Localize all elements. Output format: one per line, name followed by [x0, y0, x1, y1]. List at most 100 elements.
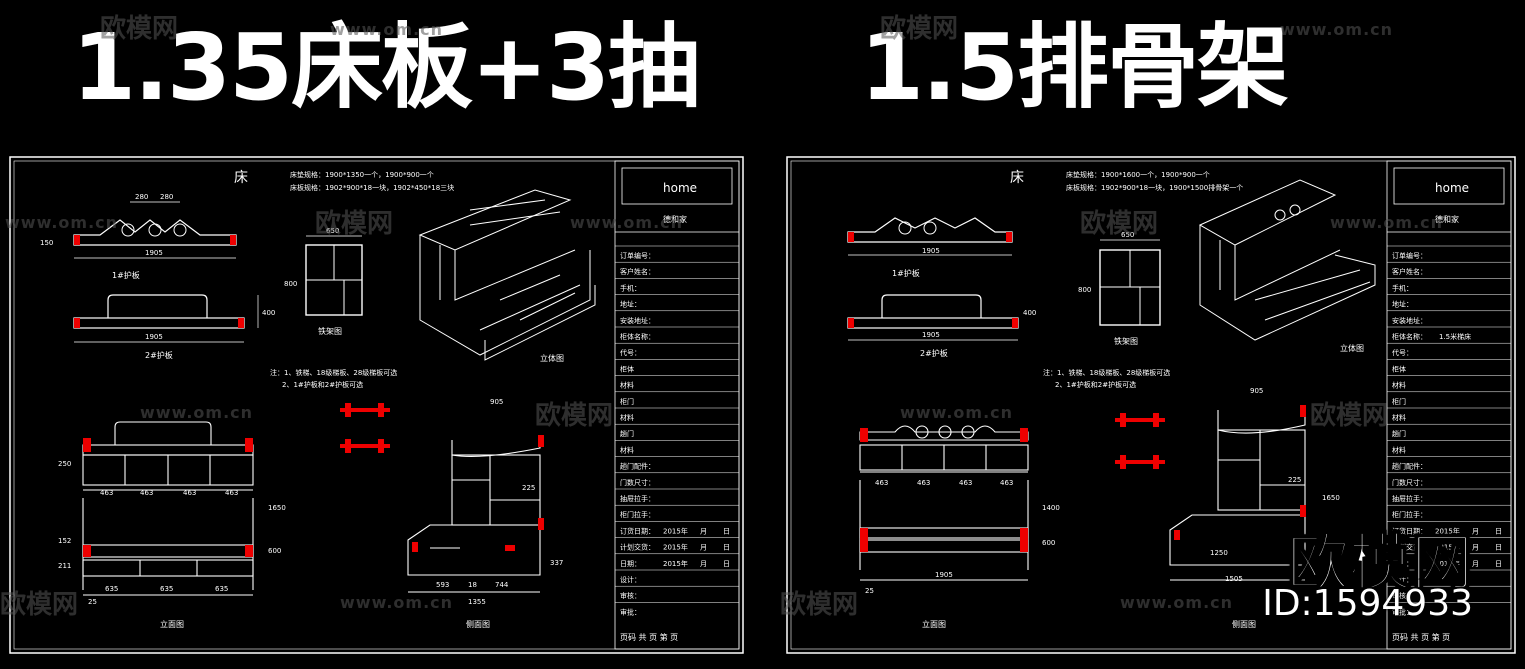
- watermark-site: www.om.cn: [140, 403, 254, 422]
- svg-text:635: 635: [160, 585, 173, 593]
- model-id: ID:1594933: [1262, 583, 1473, 624]
- title-block-row: 地址：: [1392, 300, 1413, 309]
- left-iron-frame: 650 800 铁架图: [284, 227, 363, 336]
- svg-text:463: 463: [917, 479, 930, 487]
- svg-text:400: 400: [1023, 309, 1036, 317]
- svg-text:1355: 1355: [468, 598, 486, 606]
- right-side-red-marks: [1174, 405, 1306, 540]
- svg-text:635: 635: [105, 585, 118, 593]
- title-block-row: 柜体名称：: [1392, 332, 1427, 341]
- right-guard2-drawing: 1905 400 2#护板: [847, 294, 1036, 358]
- title-block-row: 材料: [620, 413, 634, 422]
- watermark-site: www.om.cn: [900, 403, 1014, 422]
- svg-text:1650: 1650: [1322, 494, 1340, 502]
- title-block-row: 计划交货：: [620, 543, 655, 552]
- svg-text:800: 800: [1078, 286, 1091, 294]
- logo-text: home: [663, 181, 697, 195]
- date-year: 2015年: [663, 526, 688, 535]
- date-month: 月: [1472, 560, 1479, 568]
- left-front-elevation: [82, 421, 254, 596]
- svg-text:1905: 1905: [145, 333, 163, 341]
- right-title-block: [1386, 160, 1512, 650]
- page-footer: 页码 共 页 第 页: [620, 632, 678, 642]
- left-side-red-marks: [412, 435, 544, 552]
- title-block-row: 柜体: [1392, 364, 1406, 373]
- svg-text:600: 600: [268, 547, 281, 555]
- right-spec1: 床垫规格：1900*1600一个，1900*900一个: [1066, 170, 1210, 179]
- left-guard1-drawing: 280 280 1905 150 1#护板: [40, 193, 237, 280]
- left-side-label: 侧面图: [466, 619, 490, 629]
- date-month: 月: [1472, 527, 1479, 535]
- left-iso-label: 立体图: [540, 353, 564, 363]
- left-side-elevation: [407, 440, 541, 593]
- svg-text:1905: 1905: [922, 247, 940, 255]
- date-year: 2015年: [1435, 559, 1460, 568]
- left-note1: 注：1、铁梯、18级梯板、28级梯板可选: [270, 368, 397, 377]
- right-guard1-drawing: 1905 1#护板: [847, 217, 1013, 278]
- date-day: 日: [1495, 544, 1502, 552]
- title-block-row: 设计：: [1392, 575, 1413, 584]
- watermark-brand: 欧模网: [0, 590, 79, 620]
- title-block-row: 日期：: [1392, 560, 1413, 568]
- svg-text:1905: 1905: [145, 249, 163, 257]
- left-sheet: 床 床垫规格：1900*1350一个，1900*900一个 床板规格：1902*…: [9, 156, 744, 654]
- right-spec2: 床板规格：1902*900*18一块，1900*1500排骨架一个: [1066, 183, 1243, 192]
- title-block-row: 手机：: [620, 283, 641, 292]
- left-title: 1.35床板+3抽: [72, 14, 700, 121]
- svg-text:1505: 1505: [1225, 575, 1243, 583]
- right-heading: 床: [1010, 170, 1024, 186]
- right-iron-frame: 650 800 铁架图: [1078, 231, 1161, 346]
- right-note1: 注：1、铁梯、18级梯板、28级梯板可选: [1043, 368, 1170, 377]
- date-month: 月: [700, 544, 707, 552]
- title-block-row: 订货日期：: [620, 526, 655, 535]
- svg-text:463: 463: [100, 489, 113, 497]
- title-block-row: 订单编号：: [620, 251, 655, 260]
- watermark-brand: 欧模网: [1310, 401, 1389, 431]
- title-block-row: 客户姓名：: [620, 267, 655, 276]
- date-year: 2015年: [663, 543, 688, 552]
- title-block-row: 安装地址：: [1392, 316, 1427, 325]
- corner-brand-logo: 欧模网: [1286, 525, 1474, 600]
- title-block-row: 趟门配件：: [620, 462, 655, 471]
- title-block-row: 材料: [620, 381, 634, 390]
- right-note2: 2、1#护板和2#护板可选: [1055, 380, 1136, 389]
- svg-text:463: 463: [875, 479, 888, 487]
- title-block-row: 柜体: [620, 364, 634, 373]
- svg-text:1650: 1650: [268, 504, 286, 512]
- svg-text:18: 18: [468, 581, 477, 589]
- watermark-brand: 欧模网: [1080, 209, 1159, 239]
- cabinet-name: 1.5米梯床: [1439, 332, 1471, 341]
- title-block-row: 审核：: [620, 591, 641, 600]
- date-day: 日: [1495, 527, 1502, 535]
- title-block-row: 手机：: [1392, 283, 1413, 292]
- svg-text:744: 744: [495, 581, 509, 589]
- svg-text:905: 905: [1250, 387, 1263, 395]
- right-guard1-label: 1#护板: [892, 268, 920, 278]
- svg-text:905: 905: [490, 398, 503, 406]
- svg-text:600: 600: [1042, 539, 1055, 547]
- title-block-row: 柜门拉手：: [620, 510, 655, 519]
- title-block-row: 安装地址：: [620, 316, 655, 325]
- date-day: 日: [723, 560, 730, 568]
- title-block-row: 趟门配件：: [1392, 462, 1427, 471]
- company-name: 德和家: [663, 214, 687, 224]
- svg-text:593: 593: [436, 581, 449, 589]
- svg-text:463: 463: [1000, 479, 1013, 487]
- title-block-row: 日期：: [620, 560, 641, 568]
- svg-text:635: 635: [215, 585, 228, 593]
- svg-text:650: 650: [1121, 231, 1134, 239]
- svg-text:280: 280: [160, 193, 173, 201]
- left-guard2-drawing: 1905 400 2#护板: [73, 294, 275, 360]
- watermark-brand: 欧模网: [535, 401, 614, 431]
- right-ladder-legend: [1115, 413, 1165, 469]
- watermark-site: www.om.cn: [5, 213, 119, 232]
- title-block-row: 门数尺寸：: [620, 478, 655, 487]
- right-guard2-label: 2#护板: [920, 348, 948, 358]
- svg-text:225: 225: [522, 484, 535, 492]
- title-block-row: 材料: [1392, 445, 1406, 454]
- title-block-row: 材料: [1392, 381, 1406, 390]
- right-title-block-rows: home德和家订单编号：客户姓名：手机：地址：安装地址：柜体名称：1.5米梯床代…: [1387, 181, 1511, 642]
- svg-text:25: 25: [865, 587, 874, 595]
- watermark-brand: 欧模网: [780, 590, 859, 620]
- watermark-site: www.om.cn: [340, 593, 454, 612]
